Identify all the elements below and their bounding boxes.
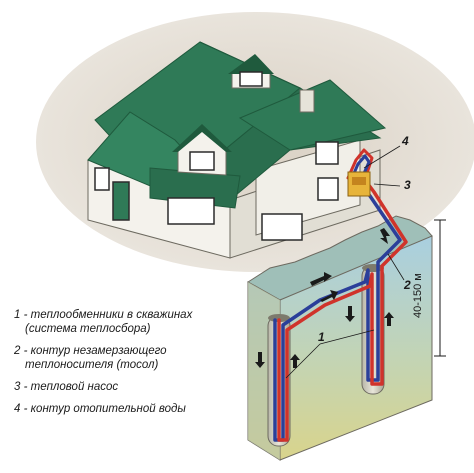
callout-2: 2 (404, 278, 411, 292)
windows (94, 71, 339, 241)
legend-item-3-line1: 3 - тепловой насос (14, 381, 119, 393)
arrow-pipe-down (380, 228, 390, 244)
chimney (299, 89, 315, 113)
legend-item-3: 3 - тепловой насос (14, 380, 244, 394)
hot-pipe (277, 182, 408, 442)
dormer-left-roof (172, 124, 232, 152)
window-side-1 (261, 213, 303, 241)
legend-item-2: 2 - контур незамерзающего теплоносителя … (14, 344, 244, 372)
callout-leaders (285, 145, 405, 379)
heat-pump-detail (352, 177, 366, 185)
window-front-left (94, 167, 110, 191)
arrow-down-right (345, 306, 355, 322)
dormer-right-roof (228, 54, 274, 74)
legend-item-1-line1: 1 - теплообменники в скважинах (14, 309, 193, 321)
window-porch (167, 197, 215, 225)
flow-arrows (255, 228, 394, 368)
window-door (112, 181, 130, 221)
legend-item-1-line2: (система теплосбора) (25, 323, 151, 335)
legend-item-4-line1: 4 - контур отопительной воды (14, 403, 186, 415)
arrow-up-left (290, 354, 300, 368)
arrow-flow-2 (320, 290, 338, 302)
window-wing (315, 141, 339, 165)
window-side-2 (317, 177, 339, 201)
legend: 1 - теплообменники в скважинах (система … (14, 308, 244, 424)
callout-3: 3 (404, 178, 411, 192)
legend-item-2-line1: 2 - контур незамерзающего (14, 345, 167, 357)
legend-item-1: 1 - теплообменники в скважинах (система … (14, 308, 244, 336)
legend-item-4: 4 - контур отопительной воды (14, 402, 244, 416)
depth-dimension (434, 219, 446, 357)
callout-1: 1 (318, 330, 325, 344)
house (87, 41, 387, 259)
heating-circuit-return (350, 154, 371, 180)
callout-4: 4 (402, 134, 409, 148)
depth-label: 40-150 м (412, 273, 424, 318)
window-upper (239, 71, 263, 87)
arrow-flow-1 (310, 272, 332, 286)
arrow-down-left (255, 352, 265, 368)
arrow-up-right (384, 312, 394, 326)
window-dormer (189, 151, 215, 171)
legend-item-2-line2: теплоносителя (тосол) (25, 359, 159, 371)
